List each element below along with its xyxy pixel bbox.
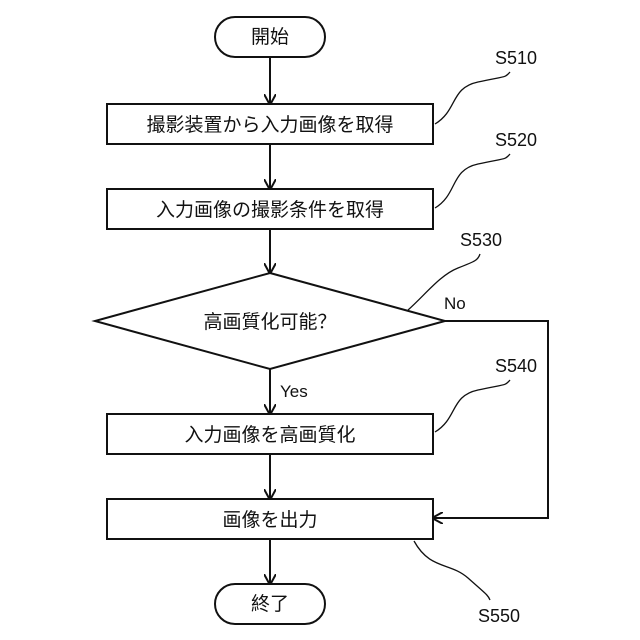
process-s550-label: 画像を出力	[222, 509, 317, 531]
step-label-s530: S530	[460, 230, 502, 250]
process-s520-label: 入力画像の撮影条件を取得	[156, 199, 384, 221]
step-label-s540: S540	[495, 356, 537, 376]
step-label-s550: S550	[478, 606, 520, 626]
end-label: 終了	[251, 593, 289, 615]
step-label-s510: S510	[495, 48, 537, 68]
start-label: 開始	[251, 26, 289, 48]
leader-s550	[414, 541, 490, 600]
leader-s540	[435, 380, 510, 432]
leader-s510	[435, 72, 510, 124]
arrow-no-to-s550	[433, 321, 548, 518]
step-label-s520: S520	[495, 130, 537, 150]
process-s510-label: 撮影装置から入力画像を取得	[146, 114, 393, 136]
branch-label-no: No	[444, 294, 466, 313]
leader-s520	[435, 154, 510, 208]
decision-s530-label: 高画質化可能？	[203, 311, 336, 333]
branch-label-yes: Yes	[280, 382, 308, 401]
process-s540-label: 入力画像を高画質化	[184, 424, 355, 446]
